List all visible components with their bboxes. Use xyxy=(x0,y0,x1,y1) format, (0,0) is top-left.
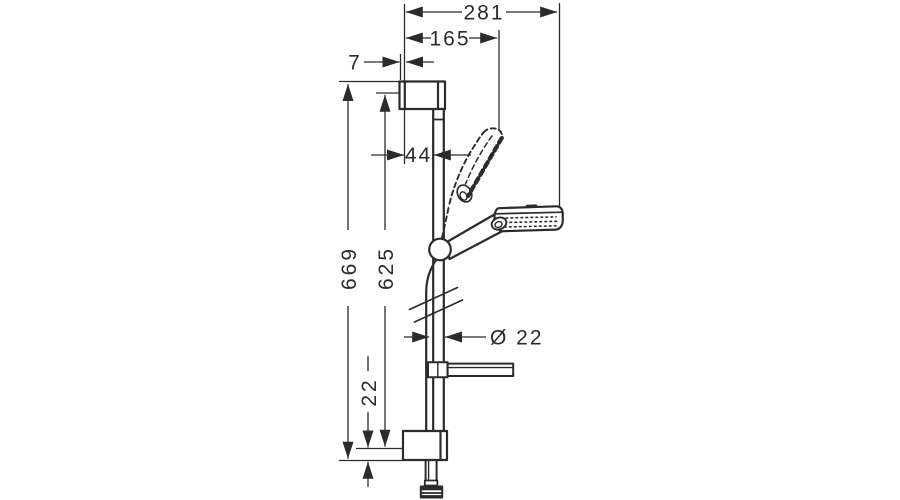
dim-label-165: 165 xyxy=(429,28,470,51)
soap-dish-tray xyxy=(446,362,515,378)
dim-label-669: 669 xyxy=(338,246,361,290)
hose-nut xyxy=(419,485,444,499)
dim-label-7: 7 xyxy=(348,52,362,75)
dim-label-625: 625 xyxy=(375,246,398,290)
dim-label-44: 44 xyxy=(405,144,432,167)
dim-label-diameter: Ø 22 xyxy=(490,327,544,350)
dim-label-22: 22 xyxy=(358,377,381,406)
dimension-bar-offset: 44 xyxy=(371,110,471,167)
slider-holder-knob xyxy=(428,237,452,262)
dimension-bottom-gap: 22 xyxy=(358,356,381,487)
dimension-overall-height: 669 xyxy=(338,80,403,462)
dimension-wall-gap: 7 xyxy=(348,52,434,80)
hand-shower xyxy=(444,204,564,261)
dimension-overall-depth: 281 xyxy=(403,2,561,209)
dimension-bar-length: 625 xyxy=(356,92,403,450)
shower-hose xyxy=(425,256,439,433)
dimension-head-depth: 165 xyxy=(405,28,500,131)
glide-bar xyxy=(432,107,445,433)
top-wall-bracket xyxy=(398,80,447,111)
bottom-wall-bracket xyxy=(401,429,449,462)
pipe-break-icon xyxy=(408,286,464,323)
soap-dish xyxy=(427,361,515,379)
hose-connector xyxy=(419,459,444,499)
dimension-bar-diameter: Ø 22 xyxy=(404,327,544,350)
hand-shower-alt-position xyxy=(440,127,504,242)
dim-label-281: 281 xyxy=(463,2,504,25)
